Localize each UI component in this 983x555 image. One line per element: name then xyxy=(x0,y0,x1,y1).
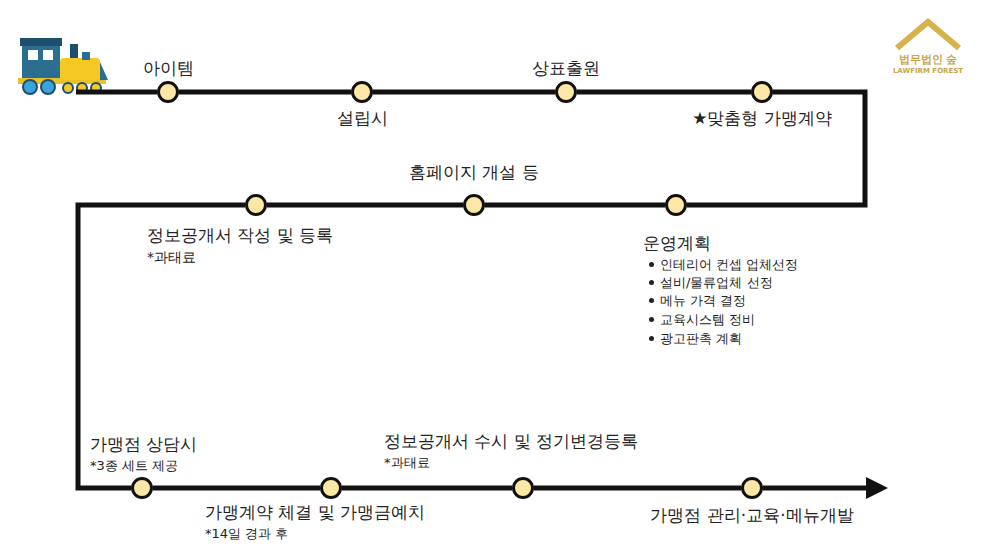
stop-label: 설립시 xyxy=(337,108,388,128)
timeline-connector xyxy=(78,205,245,488)
logo-roof xyxy=(897,22,959,48)
connector-line xyxy=(577,90,751,95)
timeline-stop xyxy=(245,194,267,216)
connector-line xyxy=(342,486,512,491)
timeline-stop xyxy=(157,81,179,103)
timeline-connector xyxy=(577,92,751,93)
timeline-stop xyxy=(320,477,342,499)
bullet-item: 메뉴 가격 결정 xyxy=(660,293,746,309)
stop-label: 운영계획 xyxy=(643,233,711,253)
timeline-connector xyxy=(267,205,463,206)
stop-label: 가맹점 상담시 xyxy=(90,434,197,454)
timeline-connector xyxy=(485,205,665,206)
stop-label: 상표출원 xyxy=(532,58,600,78)
timeline-stop xyxy=(512,477,534,499)
stop-note: *14일 경과 후 xyxy=(205,526,288,542)
bullet-dot xyxy=(649,336,654,341)
timeline-connector xyxy=(153,488,320,489)
stop-label: 정보공개서 수시 및 정기변경등록 xyxy=(384,431,638,451)
connector-line xyxy=(373,90,555,95)
timeline-connector xyxy=(179,92,351,93)
timeline-stop xyxy=(131,477,153,499)
timeline-stop xyxy=(665,194,687,216)
timeline-stop xyxy=(555,81,577,103)
bullet-dot xyxy=(649,280,654,285)
bullet-item: 인테리어 컨셉 업체선정 xyxy=(660,257,798,273)
stop-label: 아이템 xyxy=(143,58,194,78)
bullet-dot xyxy=(649,298,654,303)
stop-note: *3종 세트 제공 xyxy=(90,458,178,474)
timeline-stop xyxy=(751,81,773,103)
timeline-stop xyxy=(351,81,373,103)
timeline-connector xyxy=(373,92,555,93)
bullet-item: 광고판촉 계획 xyxy=(660,331,742,347)
bullet-item: 설비/물류업체 선정 xyxy=(660,275,773,291)
connector-line xyxy=(485,203,665,208)
stop-label: 가맹점 관리·교육·메뉴개발 xyxy=(650,505,853,525)
track-line xyxy=(763,486,868,491)
stop-label: 홈페이지 개설 등 xyxy=(409,162,539,182)
timeline-stop xyxy=(741,477,763,499)
connector-line xyxy=(267,203,463,208)
timeline-stop xyxy=(463,194,485,216)
connector-line xyxy=(687,92,865,205)
train-illustration xyxy=(18,38,108,94)
stop-label: ★맞춤형 가맹계약 xyxy=(692,108,832,128)
connector-line xyxy=(179,90,351,95)
connector-line xyxy=(78,205,245,488)
bullet-item: 교육시스템 정비 xyxy=(660,312,755,328)
logo-name: 법무법인 숲 xyxy=(899,52,958,67)
stop-note: *과태료 xyxy=(147,249,196,266)
track-line xyxy=(76,90,157,95)
bullet-dot xyxy=(649,262,654,267)
stop-label: 가맹계약 체결 및 가맹금예치 xyxy=(205,502,425,522)
logo-subtitle: LAWFIRM FOREST xyxy=(893,67,963,75)
timeline-connector xyxy=(687,92,865,205)
arrow-head xyxy=(866,477,888,499)
connector-line xyxy=(534,486,741,491)
connector-line xyxy=(153,486,320,491)
stop-label: 정보공개서 작성 및 등록 xyxy=(147,225,333,245)
stop-note: *과태료 xyxy=(384,455,430,471)
timeline-connector xyxy=(534,488,741,489)
timeline-connector xyxy=(342,488,512,489)
bullet-dot xyxy=(649,317,654,322)
